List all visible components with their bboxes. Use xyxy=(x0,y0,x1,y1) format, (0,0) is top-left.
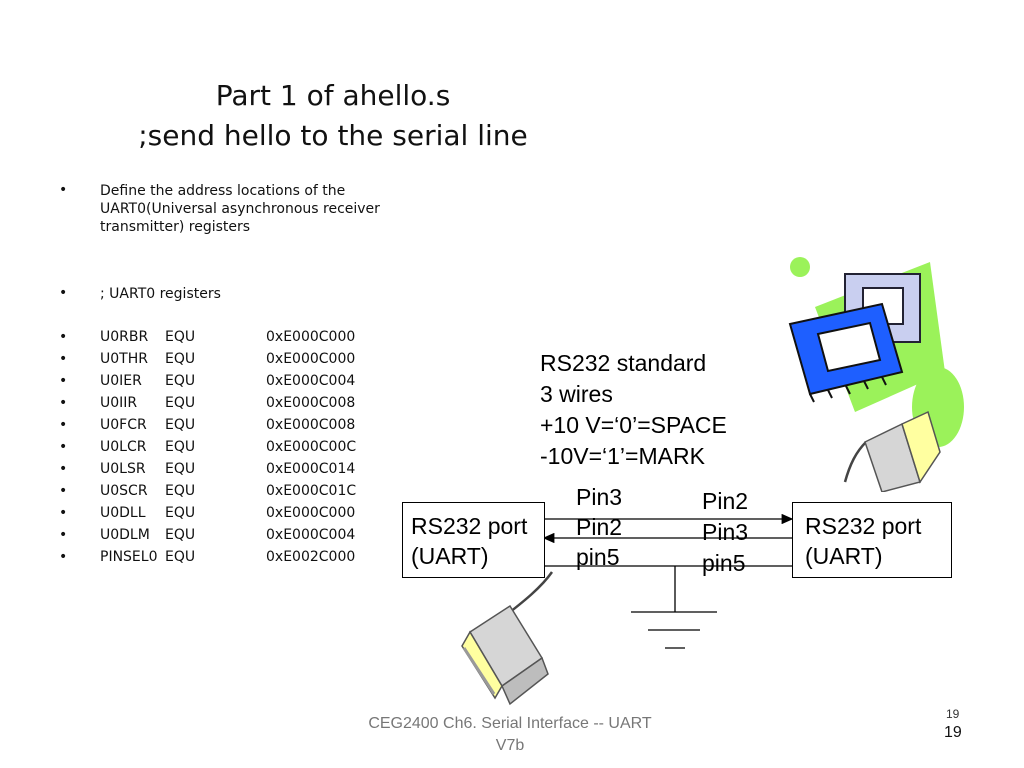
register-op: EQU xyxy=(165,483,196,499)
intro-line-2: UART0(Universal asynchronous receiver xyxy=(100,201,380,217)
register-name: U0IER xyxy=(100,373,142,389)
right-port-label: RS232 port xyxy=(805,513,922,539)
bullet-marker: • xyxy=(59,417,68,433)
chip-pins xyxy=(809,376,887,403)
right-pin-rx: Pin2 xyxy=(702,488,749,514)
rs232-line-4: -10V=‘1’=MARK xyxy=(540,443,705,469)
bullet-marker: • xyxy=(59,285,68,301)
left-port-label: RS232 port xyxy=(411,513,528,539)
slide-title: Part 1 of ahello.s ;send hello to the se… xyxy=(0,76,666,156)
register-address: 0xE000C008 xyxy=(266,395,356,411)
left-pin-gnd: pin5 xyxy=(576,544,620,570)
right-port-box: RS232 port (UART) xyxy=(792,502,952,578)
register-op: EQU xyxy=(165,417,196,433)
chip-front-die xyxy=(816,321,882,373)
chip-clipart xyxy=(788,257,964,492)
right-pin-labels: Pin2 Pin3 pin5 xyxy=(702,486,748,579)
register-address: 0xE000C008 xyxy=(266,417,356,433)
register-op: EQU xyxy=(165,461,196,477)
register-address: 0xE000C00C xyxy=(266,439,357,455)
bullet-marker: • xyxy=(59,549,68,565)
register-name: U0FCR xyxy=(100,417,147,433)
page-number: 19 xyxy=(944,724,962,741)
page-number-small: 19 xyxy=(946,707,960,721)
register-name: U0IIR xyxy=(100,395,138,411)
register-name: U0LCR xyxy=(100,439,147,455)
register-address: 0xE000C000 xyxy=(266,505,356,521)
left-pin-labels: Pin3 Pin2 pin5 xyxy=(576,482,622,572)
bullet-marker: • xyxy=(59,351,68,367)
register-name: U0SCR xyxy=(100,483,148,499)
register-op: EQU xyxy=(165,351,196,367)
register-address: 0xE000C000 xyxy=(266,329,356,345)
intro-line-3: transmitter) registers xyxy=(100,219,251,235)
plug-face xyxy=(901,410,941,484)
pin-row xyxy=(462,647,496,695)
rs232-line-2: 3 wires xyxy=(540,381,613,407)
bullet-marker: • xyxy=(59,329,68,345)
register-name: U0DLM xyxy=(100,527,150,543)
register-op: EQU xyxy=(165,549,196,565)
left-port-sublabel: (UART) xyxy=(411,543,489,569)
bullet-marker: • xyxy=(59,527,68,543)
right-port-sublabel: (UART) xyxy=(805,543,883,569)
register-address: 0xE002C000 xyxy=(266,549,356,565)
plug-side xyxy=(501,656,549,706)
register-name: U0LSR xyxy=(100,461,146,477)
left-pin-rx: Pin2 xyxy=(576,514,623,540)
register-address: 0xE000C000 xyxy=(266,351,356,367)
bullet-marker: • xyxy=(59,373,68,389)
register-op: EQU xyxy=(165,439,196,455)
bullet-marker: • xyxy=(59,182,68,198)
intro-line-1: Define the address locations of the xyxy=(100,183,346,199)
register-name: U0RBR xyxy=(100,329,149,345)
footer-line-1: CEG2400 Ch6. Serial Interface -- UART xyxy=(368,715,652,732)
register-name: U0THR xyxy=(100,351,148,367)
left-pin-tx: Pin3 xyxy=(576,484,623,510)
title-line-1: Part 1 of ahello.s xyxy=(215,79,451,112)
connector-clipart-left xyxy=(461,571,554,706)
bullet-marker: • xyxy=(59,505,68,521)
register-op: EQU xyxy=(165,373,196,389)
register-op: EQU xyxy=(165,527,196,543)
register-op: EQU xyxy=(165,505,196,521)
rs232-description: RS232 standard 3 wires +10 V=‘0’=SPACE -… xyxy=(540,348,727,472)
rs232-line-1: RS232 standard xyxy=(540,350,707,376)
left-port-box: RS232 port (UART) xyxy=(402,502,545,578)
register-address: 0xE000C004 xyxy=(266,373,356,389)
register-address: 0xE000C014 xyxy=(266,461,356,477)
registers-comment: ; UART0 registers xyxy=(100,286,221,302)
right-pin-tx: Pin3 xyxy=(702,519,749,545)
register-op: EQU xyxy=(165,395,196,411)
bullet-marker: • xyxy=(59,461,68,477)
rs232-line-3: +10 V=‘0’=SPACE xyxy=(540,412,727,438)
register-address: 0xE000C004 xyxy=(266,527,356,543)
plug-face xyxy=(461,630,503,700)
right-pin-gnd: pin5 xyxy=(702,550,746,576)
intro-text: Define the address locations of the UART… xyxy=(100,182,380,236)
register-op: EQU xyxy=(165,329,196,345)
cable xyxy=(843,441,867,483)
title-line-2: ;send hello to the serial line xyxy=(138,119,528,152)
green-dot xyxy=(790,257,810,277)
bullet-marker: • xyxy=(59,395,68,411)
bullet-marker: • xyxy=(59,439,68,455)
bullet-marker: • xyxy=(59,483,68,499)
register-name: U0DLL xyxy=(100,505,146,521)
register-address: 0xE000C01C xyxy=(266,483,357,499)
slide-footer: CEG2400 Ch6. Serial Interface -- UART V7… xyxy=(340,713,680,757)
register-name: PINSEL0 xyxy=(100,549,158,565)
footer-line-2: V7b xyxy=(495,737,525,754)
